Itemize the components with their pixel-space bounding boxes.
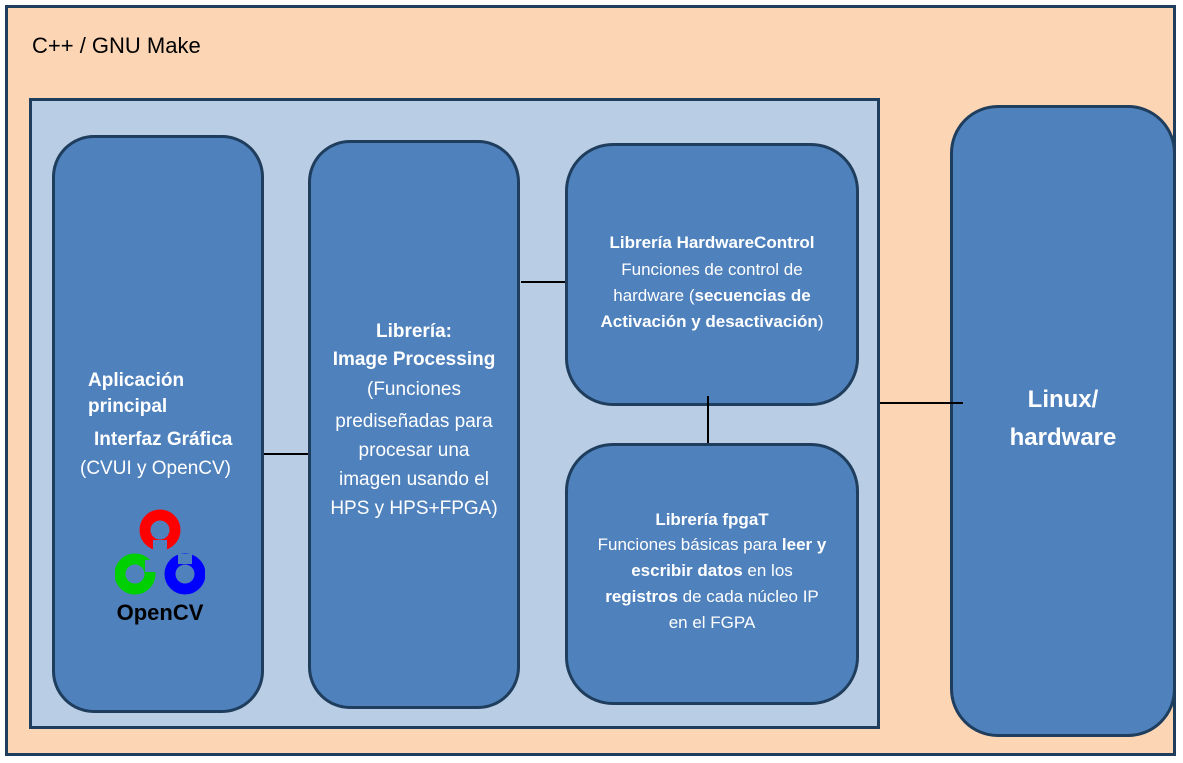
fpga-line3: escribir datos en los [631, 561, 793, 580]
image-processing-line5: procesar una [358, 440, 470, 461]
image-processing-line7: HPS y HPS+FPGA) [330, 498, 498, 519]
app-line3: Interfaz Gráfica [94, 429, 233, 450]
app-box [52, 135, 264, 713]
image-processing-line2: Image Processing [332, 349, 496, 370]
image-processing-line3: (Funciones [367, 379, 461, 400]
app-line2: principal [88, 396, 168, 417]
fpga-line5: en el FGPA [668, 613, 756, 632]
connector-image-hardware [521, 281, 565, 283]
linux-line1: Linux/ [1027, 386, 1099, 413]
image-processing-box [308, 140, 520, 709]
hardware-control-line4: Activación y desactivación) [600, 312, 824, 331]
fpga-line2: Funciones básicas para leer y [597, 535, 827, 554]
image-processing-line4: prediseñadas para [335, 411, 493, 432]
hardware-control-line2: Funciones de control de [621, 260, 803, 279]
linux-hardware-box [950, 105, 1176, 737]
outer-title: C++ / GNU Make [32, 33, 201, 58]
hardware-control-title: Librería HardwareControl [609, 233, 815, 252]
linux-line2: hardware [1009, 424, 1117, 451]
hardware-control-line3: hardware (secuencias de [613, 286, 811, 305]
image-processing-line6: imagen usando el [339, 469, 489, 490]
opencv-logo-text: OpenCV [117, 600, 204, 625]
app-line1: Aplicación [88, 370, 185, 391]
fpga-line4: registros de cada núcleo IP [605, 587, 819, 606]
opencv-logo-icon: OpenCV [115, 509, 205, 625]
app-line4: (CVUI y OpenCV) [80, 458, 231, 479]
hardware-control-box [565, 143, 859, 406]
image-processing-line1: Librería: [375, 321, 453, 342]
connector-hardware-fpga [707, 396, 709, 443]
fpga-title: Librería fpgaT [655, 510, 769, 529]
fpga-box [565, 443, 859, 705]
connector-inner-linux [880, 402, 963, 404]
connector-app-image [264, 453, 308, 455]
